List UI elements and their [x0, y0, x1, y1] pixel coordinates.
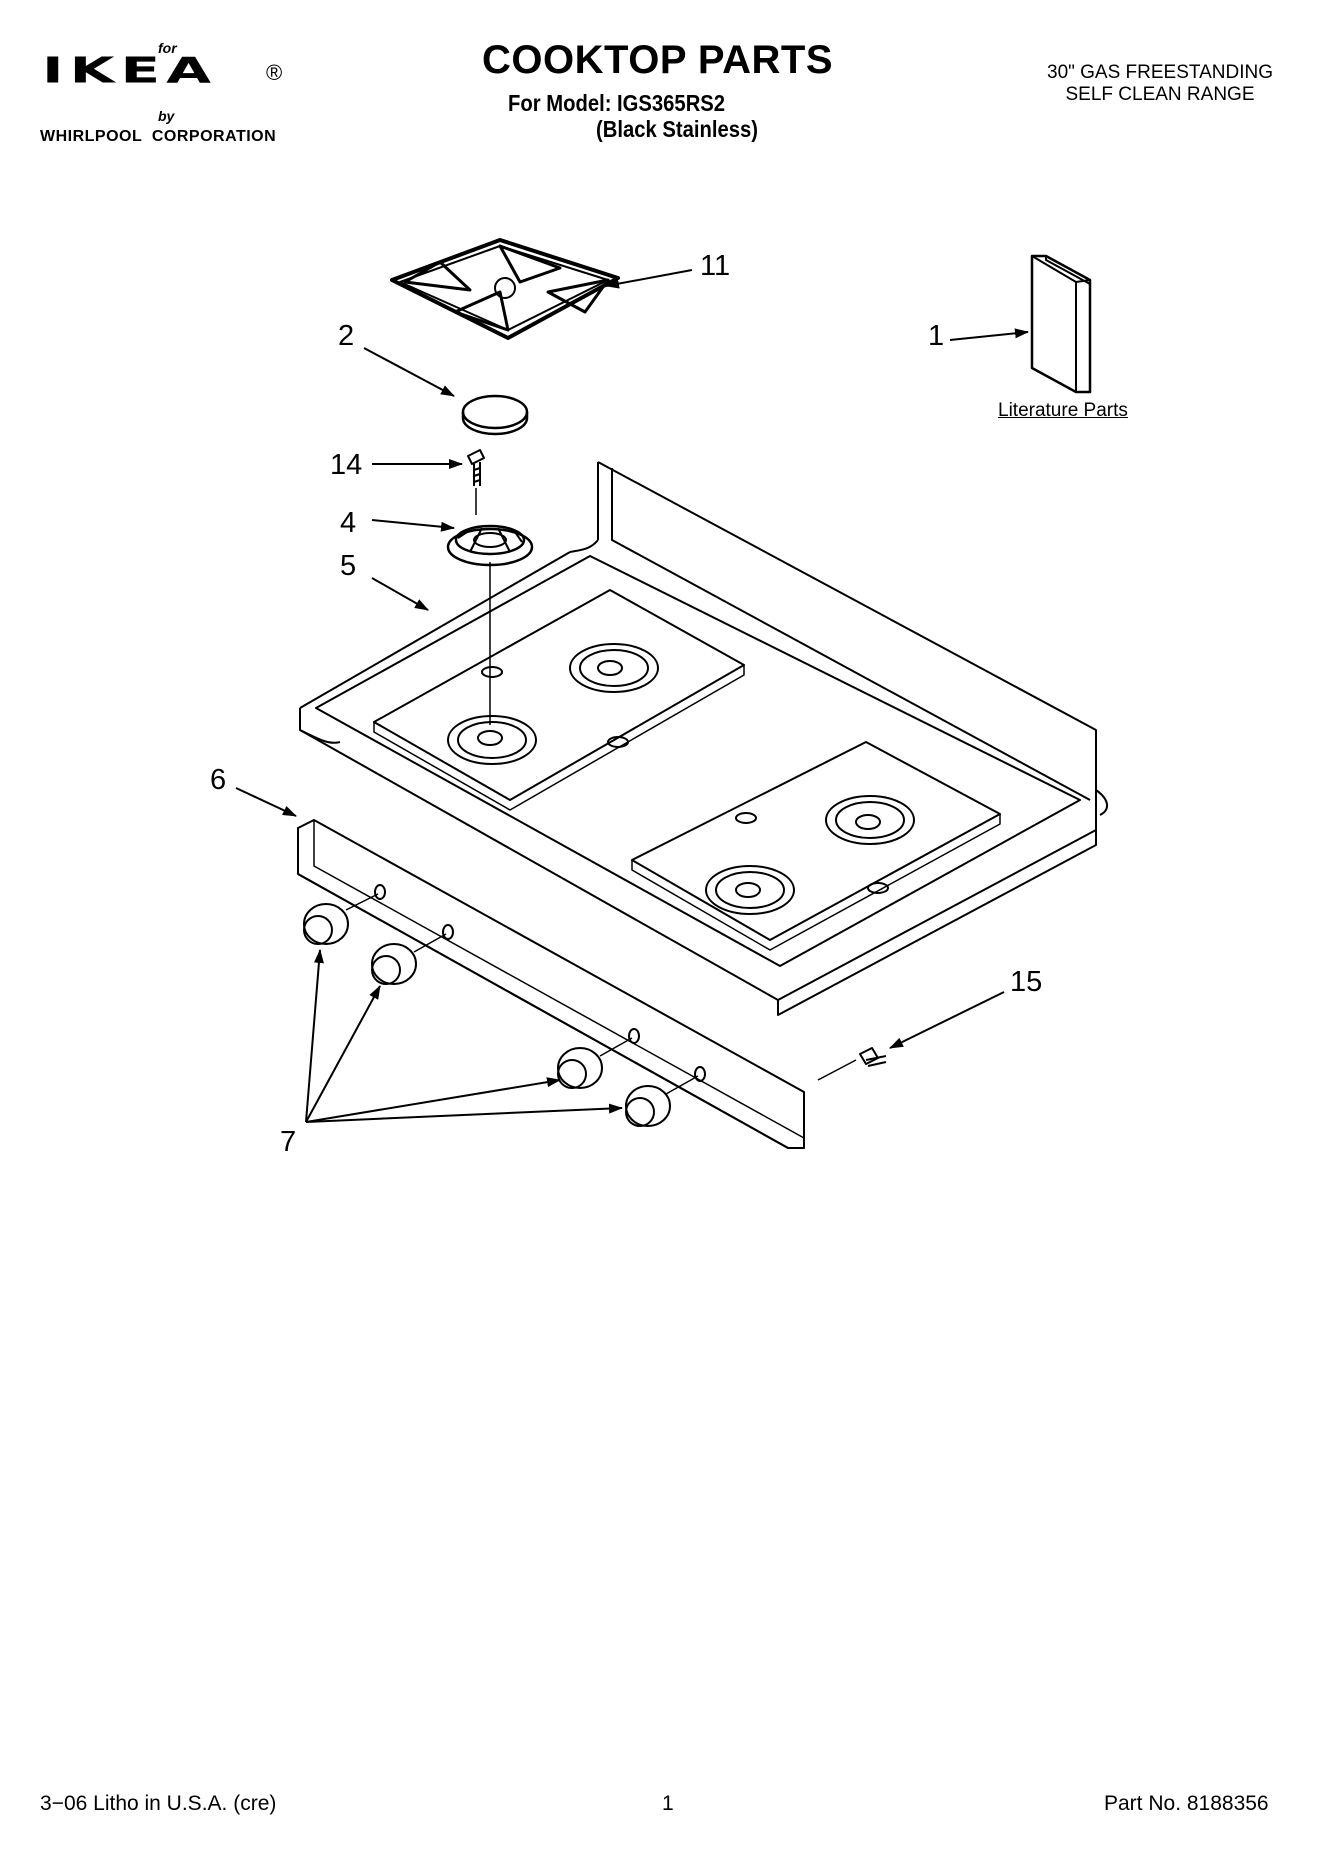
- leader-6: [235, 787, 297, 817]
- callout-7: 7: [280, 1126, 297, 1158]
- product-line-2: SELF CLEAN RANGE: [1065, 84, 1255, 105]
- part-number: Part No. 8188356: [1104, 1792, 1269, 1815]
- callout-14: 14: [330, 449, 363, 481]
- page-number: 1: [662, 1792, 674, 1815]
- leader-4: [371, 519, 455, 532]
- product-line-1: 30" GAS FREESTANDING: [1047, 62, 1273, 83]
- logo-for-text: for: [158, 40, 177, 56]
- control-knob: [557, 1047, 603, 1089]
- burner-cap: [461, 394, 529, 436]
- control-panel: [297, 819, 805, 1149]
- product-description: 30" GAS FREESTANDING SELF CLEAN RANGE: [1010, 62, 1310, 106]
- callout-15: 15: [1010, 966, 1043, 998]
- leader-2: [363, 347, 455, 397]
- leader-7a: [305, 949, 324, 1123]
- callout-6: 6: [210, 764, 227, 796]
- cooktop: [299, 461, 1108, 1016]
- leader-1: [949, 328, 1029, 341]
- control-knob: [303, 903, 349, 945]
- model-variant: (Black Stainless): [596, 116, 759, 142]
- callout-5: 5: [340, 550, 357, 582]
- leader-15: [889, 991, 1005, 1049]
- control-knob: [625, 1085, 671, 1127]
- ikea-logo: IKEA: [42, 48, 218, 92]
- control-knob: [371, 943, 417, 985]
- callout-11: 11: [700, 250, 731, 282]
- leader-7d: [305, 1103, 623, 1123]
- callout-4: 4: [340, 507, 357, 539]
- burner-grate: [390, 238, 620, 340]
- page-title: COOKTOP PARTS: [482, 38, 833, 82]
- leader-11: [605, 269, 693, 289]
- leader-7b: [305, 985, 381, 1123]
- callout-2: 2: [338, 320, 355, 352]
- corporation-name: WHIRLPOOL CORPORATION: [40, 128, 277, 145]
- burner-base: [446, 524, 534, 567]
- screw: [817, 1047, 887, 1081]
- litho-note: 3−06 Litho in U.S.A. (cre): [40, 1792, 277, 1815]
- literature-parts-label: Literature Parts: [998, 400, 1128, 421]
- literature-booklet: [1030, 254, 1092, 394]
- leader-5: [371, 577, 429, 611]
- leader-7c: [305, 1077, 561, 1123]
- screw: [467, 449, 485, 486]
- callout-1: 1: [928, 320, 945, 352]
- model-line: For Model: IGS365RS2: [508, 90, 726, 116]
- registered-mark: ®: [266, 60, 283, 85]
- logo-by-text: by: [158, 108, 175, 124]
